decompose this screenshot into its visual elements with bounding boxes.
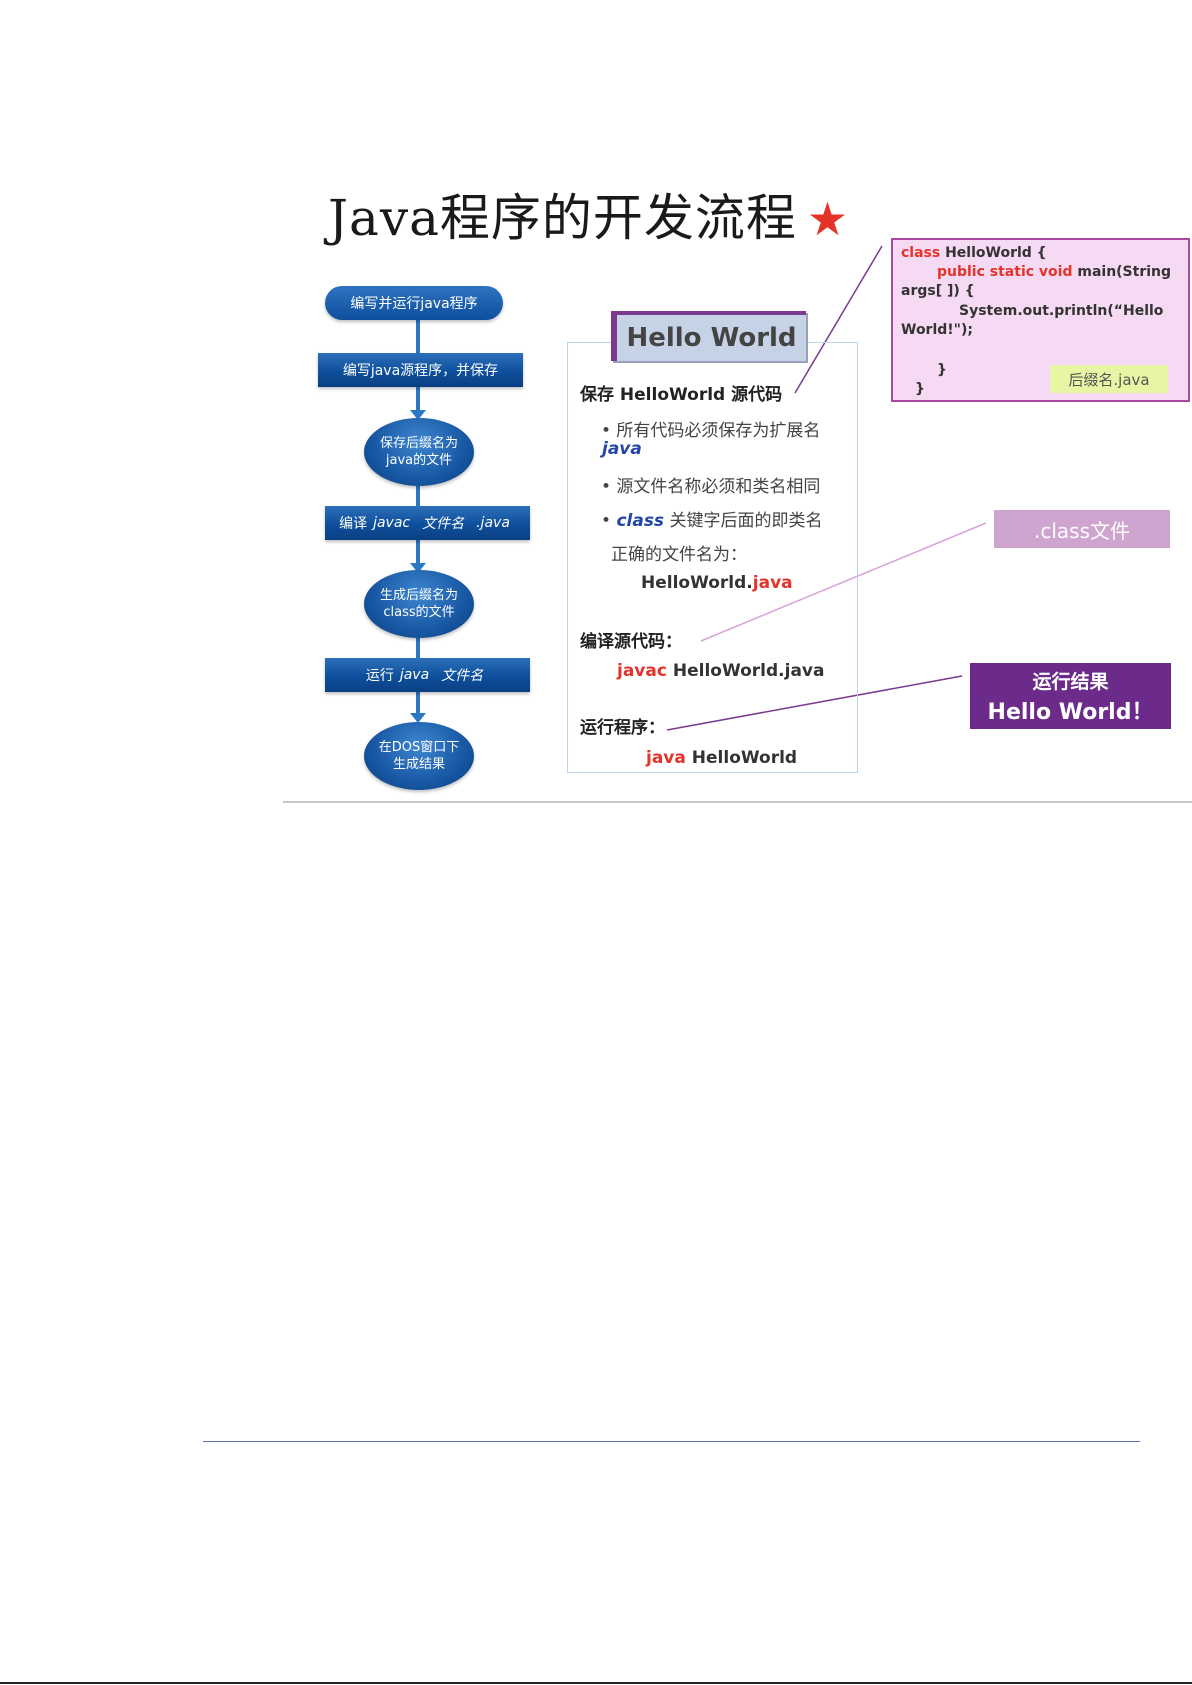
class-file-text: .class文件 xyxy=(1033,518,1130,543)
correct-filename: HelloWorld.java xyxy=(641,573,793,593)
star-icon: ★ xyxy=(806,192,850,246)
flow-step-write: 编写java源程序，并保存 xyxy=(318,353,523,387)
run-result-output: Hello World！ xyxy=(987,699,1154,725)
flow-step-compile-ext: .java xyxy=(476,515,510,531)
code-sample-box: class HelloWorld { public static void ma… xyxy=(891,238,1190,402)
bullet-extension: • 所有代码必须保存为扩展名 xyxy=(601,421,821,441)
run-heading: 运行程序： xyxy=(580,718,665,738)
correct-filename-label: 正确的文件名为： xyxy=(611,545,747,565)
title-text: Java程序的开发流程 xyxy=(328,189,797,247)
code-line-5: World!"); xyxy=(901,322,973,338)
compile-cmd: javac xyxy=(617,661,667,681)
bullet-same-name: • 源文件名称必须和类名相同 xyxy=(601,477,821,497)
class-file-label: .class文件 xyxy=(994,510,1170,548)
flow-step-compile: 编译 javac 文件名 .java xyxy=(325,506,530,540)
compile-arg: HelloWorld.java xyxy=(672,661,825,681)
bullet-dot: • xyxy=(601,511,612,531)
flow-step-result-line2: 生成结果 xyxy=(392,757,445,772)
filename-ext: java xyxy=(752,573,793,593)
code-class-keyword: class xyxy=(901,245,941,261)
code-class-name: HelloWorld { xyxy=(945,245,1047,261)
compile-command: javac HelloWorld.java xyxy=(617,661,824,681)
flow-step-save-line1: 保存后缀名为 xyxy=(379,436,458,451)
flow-step-result: 在DOS窗口下 生成结果 xyxy=(364,722,474,790)
hello-world-tab: Hello World xyxy=(611,311,806,361)
flow-step-result-line1: 在DOS窗口下 xyxy=(378,740,460,755)
flow-step-compile-cmd: javac xyxy=(373,515,411,531)
code-line-1: class HelloWorld { xyxy=(901,244,1047,263)
suffix-tag-label: 后缀名.java xyxy=(1068,370,1150,389)
flow-step-start-label: 编写并运行java程序 xyxy=(350,296,478,312)
hello-world-tab-label: Hello World xyxy=(626,323,797,353)
flow-step-generate: 生成后缀名为 class的文件 xyxy=(364,570,474,638)
code-line-2: public static void main(String xyxy=(937,263,1171,282)
flow-step-run-file: 文件名 xyxy=(441,668,484,684)
bullet-extension-ext: java xyxy=(602,439,642,459)
code-method-modifiers: public static void xyxy=(937,264,1073,280)
code-line-6: } xyxy=(937,362,947,378)
class-keyword-rest: 关键字后面的即类名 xyxy=(669,511,823,531)
code-line-7: } xyxy=(915,381,925,397)
filename-base: HelloWorld. xyxy=(641,573,753,593)
run-arg: HelloWorld xyxy=(691,748,798,768)
run-command: java HelloWorld xyxy=(646,748,797,768)
flow-step-compile-prefix: 编译 xyxy=(339,516,368,532)
code-method-name: main(String xyxy=(1077,264,1172,280)
code-line-4: System.out.println(“Hello xyxy=(959,303,1164,319)
run-connector xyxy=(666,675,963,731)
run-result-box: 运行结果 Hello World！ xyxy=(970,663,1171,729)
slide-bottom-rule xyxy=(283,801,1192,803)
save-heading: 保存 HelloWorld 源代码 xyxy=(580,385,783,405)
bullet-class-keyword: • class 关键字后面的即类名 xyxy=(601,506,822,531)
page-title: Java程序的开发流程★ xyxy=(328,178,849,250)
flow-step-generate-line2: class的文件 xyxy=(383,605,455,620)
run-cmd: java xyxy=(646,748,686,768)
suffix-tag: 后缀名.java xyxy=(1050,365,1168,393)
flow-step-run: 运行 java 文件名 xyxy=(325,658,530,692)
flow-step-generate-line1: 生成后缀名为 xyxy=(379,588,458,603)
flow-step-start: 编写并运行java程序 xyxy=(325,286,503,320)
code-line-3: args[ ]) { xyxy=(901,283,975,299)
page-footer-rule xyxy=(203,1441,1140,1442)
flow-step-save-line2: java的文件 xyxy=(385,453,453,468)
code-connector xyxy=(794,245,883,394)
run-result-title: 运行结果 xyxy=(1032,670,1109,693)
class-connector xyxy=(700,522,987,642)
flow-step-save: 保存后缀名为 java的文件 xyxy=(364,418,474,486)
class-keyword: class xyxy=(616,511,665,531)
compile-heading: 编译源代码： xyxy=(580,632,682,652)
flow-step-write-label: 编写java源程序，并保存 xyxy=(342,363,499,379)
flow-step-run-prefix: 运行 xyxy=(365,668,394,684)
page-bottom-edge xyxy=(0,1682,1192,1684)
flow-step-run-cmd: java xyxy=(399,667,430,683)
flow-step-compile-file: 文件名 xyxy=(422,516,465,532)
